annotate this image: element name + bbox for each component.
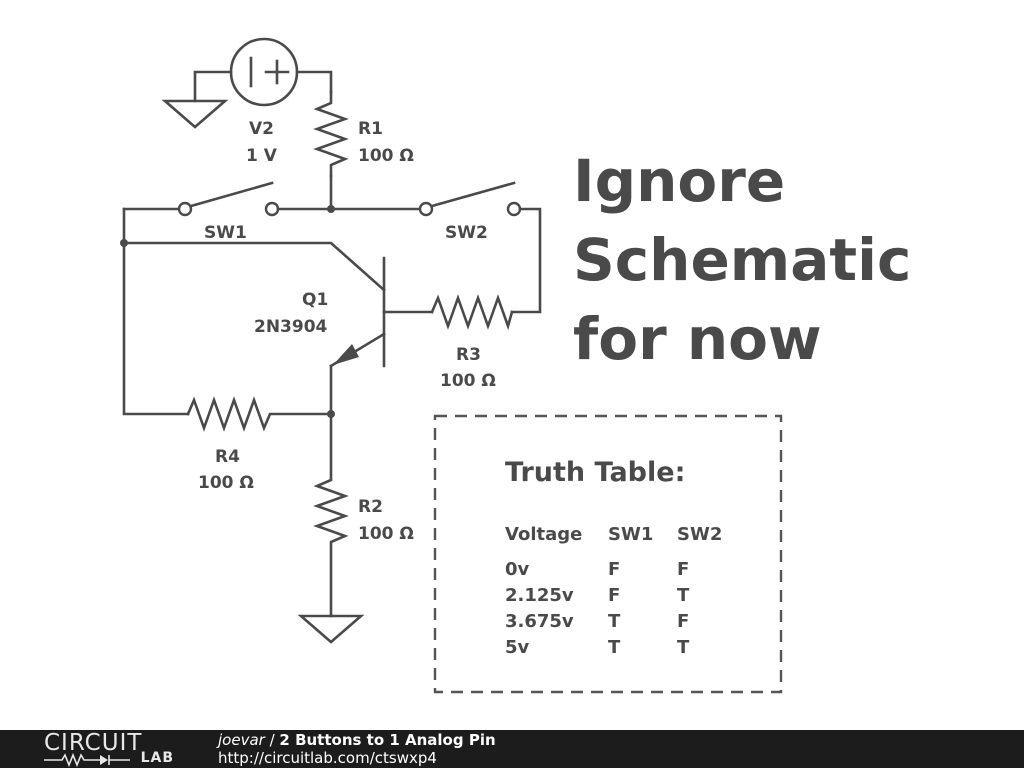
cell-sw2: T [677,637,690,658]
ground-symbol-bottom [297,614,365,644]
footer-bar: CIRCUIT LAB joevar / 2 Buttons to 1 Anal… [0,730,1024,768]
r4-value: 100 Ω [198,473,254,493]
cell-voltage: 5v [505,637,530,658]
credit-separator: / [264,731,280,749]
sw2-name: SW2 [445,223,488,243]
table-row: 2.125v F T [505,585,690,606]
cell-sw1: F [608,585,620,606]
table-row: 3.675v T F [505,611,689,632]
schematic-canvas: V2 1 V R1 100 Ω SW1 SW2 Q1 2N3904 R3 100… [120,37,911,694]
note-line-3: for now [573,305,822,373]
sw2-lever[interactable] [430,181,516,208]
circuit-credit: joevar / 2 Buttons to 1 Analog Pin [218,731,496,749]
wire-v2-ground [193,70,233,103]
cell-sw2: F [677,559,689,580]
v2-name: V2 [249,119,274,139]
logo-bottom: LAB [44,750,174,768]
resistor-r1[interactable] [313,90,349,178]
junction-r1 [327,205,335,213]
v2-value: 1 V [246,146,278,166]
cell-sw1: F [608,559,620,580]
transistor-q1[interactable] [329,256,434,368]
cell-sw1: T [608,611,621,632]
note-line-1: Ignore [573,147,785,215]
sw1-pin-left [177,201,193,217]
truth-table-box [433,414,783,694]
wire-v2-r1 [295,70,333,94]
header-sw1: SW1 [608,524,653,545]
sw1-name: SW1 [204,223,247,243]
r4-name: R4 [215,447,240,467]
resistor-r2[interactable] [313,412,349,618]
sw1-lever[interactable] [189,181,274,208]
circuit-url-link[interactable]: http://circuitlab.com/ctswxp4 [218,749,437,767]
q1-part: 2N3904 [254,317,328,337]
schematic-svg: V2 1 V R1 100 Ω SW1 SW2 Q1 2N3904 R3 100… [120,37,911,694]
cell-voltage: 0v [505,559,530,580]
voltage-source-v2[interactable] [229,37,299,107]
wire-collector [122,241,386,292]
q1-name: Q1 [302,290,328,310]
r1-name: R1 [358,119,383,139]
resistor-r3[interactable] [430,294,514,331]
cell-voltage: 2.125v [505,585,574,606]
r3-value: 100 Ω [440,371,496,391]
logo-text-top: CIRCUIT [44,730,143,756]
wire-left-rail [122,207,190,416]
table-row: 5v T T [505,637,690,658]
sw2-pin-left [418,201,434,217]
logo-waveform-icon [44,752,130,768]
logo-text-bottom: LAB [140,750,174,766]
r3-name: R3 [456,345,481,365]
sw1-pin-right [264,201,280,217]
cell-sw2: F [677,611,689,632]
header-sw2: SW2 [677,524,722,545]
cell-sw1: T [608,637,621,658]
header-voltage: Voltage [505,524,582,545]
table-row: 0v F F [505,559,689,580]
author-link[interactable]: joevar [218,731,265,749]
emitter-arrow-icon [333,344,359,365]
ground-symbol-top [161,99,229,129]
sw2-pin-right [506,201,522,217]
r2-value: 100 Ω [358,524,414,544]
wire-sw2-r3 [510,207,542,314]
cell-voltage: 3.675v [505,611,574,632]
truth-table-title: Truth Table: [505,457,685,488]
cell-sw2: T [677,585,690,606]
circuitlab-logo[interactable]: CIRCUIT LAB [44,730,174,768]
r1-value: 100 Ω [358,146,414,166]
circuit-title: 2 Buttons to 1 Analog Pin [279,731,496,749]
r2-name: R2 [358,497,383,517]
resistor-r4[interactable] [186,396,333,432]
note-line-2: Schematic [573,226,911,294]
